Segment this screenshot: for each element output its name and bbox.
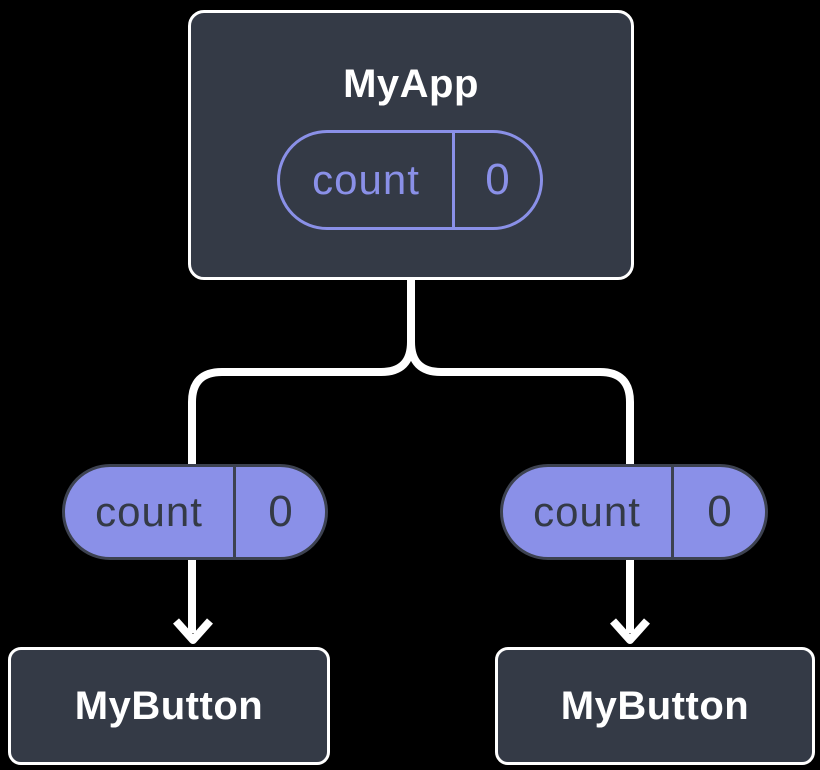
prop-pill-value: 0 (268, 487, 293, 536)
prop-pill-right: count 0 (500, 464, 768, 560)
button-node-left: MyButton (8, 647, 330, 765)
button-node-title: MyButton (560, 683, 750, 728)
app-node: MyApp count 0 (188, 10, 634, 280)
state-pill: count 0 (277, 130, 543, 230)
arrow-down-icon (173, 618, 213, 644)
connector-branch-right (407, 276, 634, 633)
state-pill-label: count (280, 133, 455, 227)
prop-pill-value: 0 (707, 487, 732, 536)
prop-pill-label: count (65, 467, 236, 557)
app-node-title: MyApp (343, 62, 479, 106)
button-node-right: MyButton (495, 647, 815, 765)
prop-pill-left: count 0 (62, 464, 328, 560)
arrow-down-icon (610, 618, 650, 644)
button-node-title: MyButton (74, 683, 264, 728)
prop-pill-label: count (503, 467, 674, 557)
state-pill-value: 0 (485, 155, 510, 204)
connector-branch-left (188, 276, 415, 633)
